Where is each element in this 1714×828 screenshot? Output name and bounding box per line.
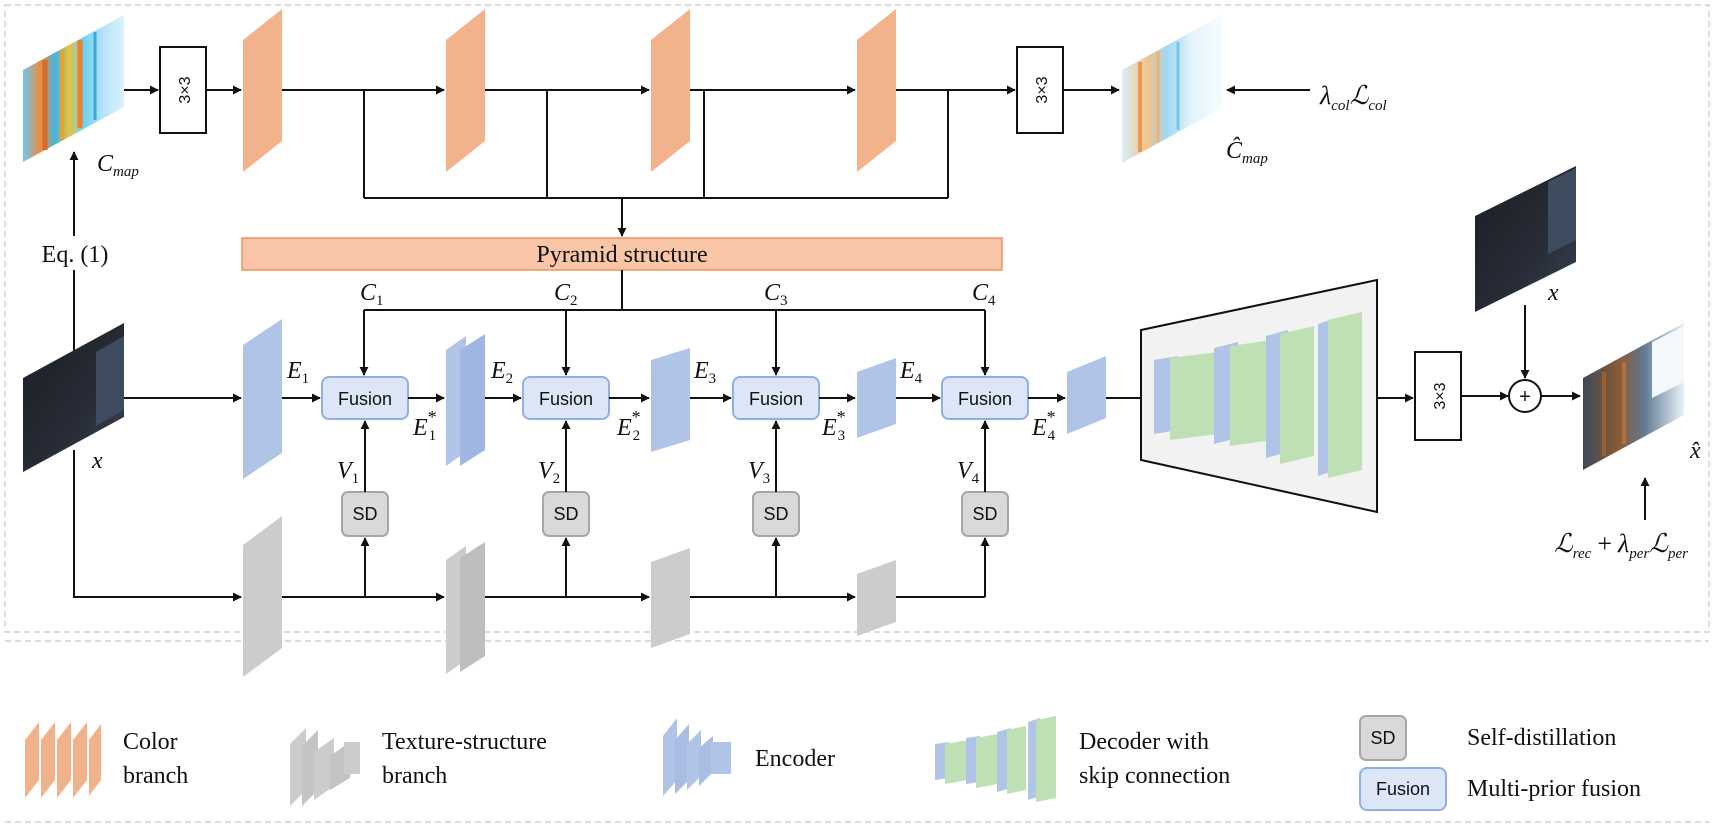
- fusion-label-4: Fusion: [958, 389, 1012, 409]
- v2-label: V2: [538, 458, 560, 487]
- legend-sd-text: Self-distillation: [1467, 725, 1616, 751]
- color-block-1: [243, 9, 282, 172]
- texture-block-4: [857, 560, 896, 636]
- cmap-label: Cmap: [97, 151, 139, 180]
- sd-label-2: SD: [553, 504, 578, 524]
- sd-label-3: SD: [763, 504, 788, 524]
- encoder-block-1: [243, 319, 282, 479]
- conv-top-left-label: 3×3: [177, 76, 194, 103]
- encoder-block-4: [1067, 356, 1106, 434]
- e2-label: E2: [490, 358, 513, 387]
- loss-rec-per: ℒrec+λperℒper: [1554, 529, 1688, 562]
- conv-bottom: [1414, 351, 1462, 441]
- cmap-hat-label: Ĉmap: [1226, 137, 1268, 167]
- pyramid-distribute-lines: [364, 270, 985, 311]
- conv-top-right: [1016, 46, 1064, 134]
- cmap-hat-image: [1122, 15, 1222, 163]
- legend-fusion-box-label: Fusion: [1376, 779, 1430, 799]
- e3-star-label: E*3: [821, 407, 846, 444]
- e4-label: E4: [899, 358, 923, 387]
- c3-label: C3: [764, 280, 788, 309]
- legend-color-icon: [25, 722, 101, 798]
- fusion-label-3: Fusion: [749, 389, 803, 409]
- sd-label-1: SD: [352, 504, 377, 524]
- legend-fusion-box: [1359, 767, 1447, 811]
- conv-bottom-label: 3×3: [1432, 382, 1449, 409]
- fusion-label-1: Fusion: [338, 389, 392, 409]
- eq1-bg: [30, 236, 120, 270]
- loss-col: λcolℒcol: [1319, 81, 1387, 114]
- x-right-image: [1475, 166, 1576, 312]
- e4-star-label: E*4: [1031, 407, 1056, 444]
- legend-decoder-icon: [935, 716, 1056, 802]
- pyramid-collect-lines: [363, 90, 949, 199]
- encoder-block-1c: [460, 334, 485, 466]
- legend-texture-icon: [290, 728, 360, 806]
- legend-texture-line1: Texture-structure: [382, 729, 547, 755]
- legend-sd-box: [1359, 715, 1407, 761]
- encoder-block-2: [651, 348, 690, 452]
- legend-encoder-text: Encoder: [755, 746, 835, 772]
- decoder-stages: [1154, 312, 1362, 478]
- e2-star-label: E*2: [616, 407, 641, 444]
- legend-color-line1: Color: [123, 729, 178, 755]
- legend-texture-line2: branch: [382, 763, 447, 789]
- x-input-image: [23, 323, 124, 472]
- color-block-4: [857, 9, 896, 172]
- e1-star-label: E*1: [412, 407, 437, 444]
- fusion-label-2: Fusion: [539, 389, 593, 409]
- x-input-label: x: [91, 448, 103, 474]
- e1-label: E1: [286, 358, 309, 387]
- x-hat-image: [1583, 323, 1684, 470]
- cmap-image: [23, 15, 124, 162]
- eq1-label: Eq. (1): [42, 242, 109, 268]
- texture-block-3: [651, 548, 690, 648]
- x-hat-label: x̂: [1689, 438, 1701, 464]
- plus-symbol: +: [1519, 386, 1531, 408]
- x-right-label: x: [1547, 280, 1559, 306]
- sd-label-4: SD: [972, 504, 997, 524]
- encoder-block-3: [857, 358, 896, 438]
- v3-label: V3: [748, 458, 770, 487]
- color-block-2: [446, 9, 485, 172]
- legend-fusion-text: Multi-prior fusion: [1467, 776, 1641, 802]
- e3-label: E3: [693, 358, 716, 387]
- texture-block-2b: [460, 542, 485, 672]
- v4-label: V4: [957, 458, 980, 487]
- c4-label: C4: [972, 280, 996, 309]
- legend-decoder-line1: Decoder with: [1079, 729, 1209, 755]
- texture-branch-line: [73, 450, 242, 602]
- color-block-3: [651, 9, 690, 172]
- v1-label: V1: [337, 458, 359, 487]
- texture-block-1: [243, 516, 282, 677]
- c2-label: C2: [554, 280, 578, 309]
- pyramid-box: [241, 237, 1003, 271]
- legend-decoder-line2: skip connection: [1079, 763, 1230, 789]
- legend-sd-box-label: SD: [1370, 728, 1395, 748]
- legend-color-line2: branch: [123, 763, 188, 789]
- conv-top-right-label: 3×3: [1034, 76, 1051, 103]
- legend-encoder-icon: [663, 718, 731, 796]
- pyramid-label: Pyramid structure: [536, 242, 707, 268]
- c1-label: C1: [360, 280, 384, 309]
